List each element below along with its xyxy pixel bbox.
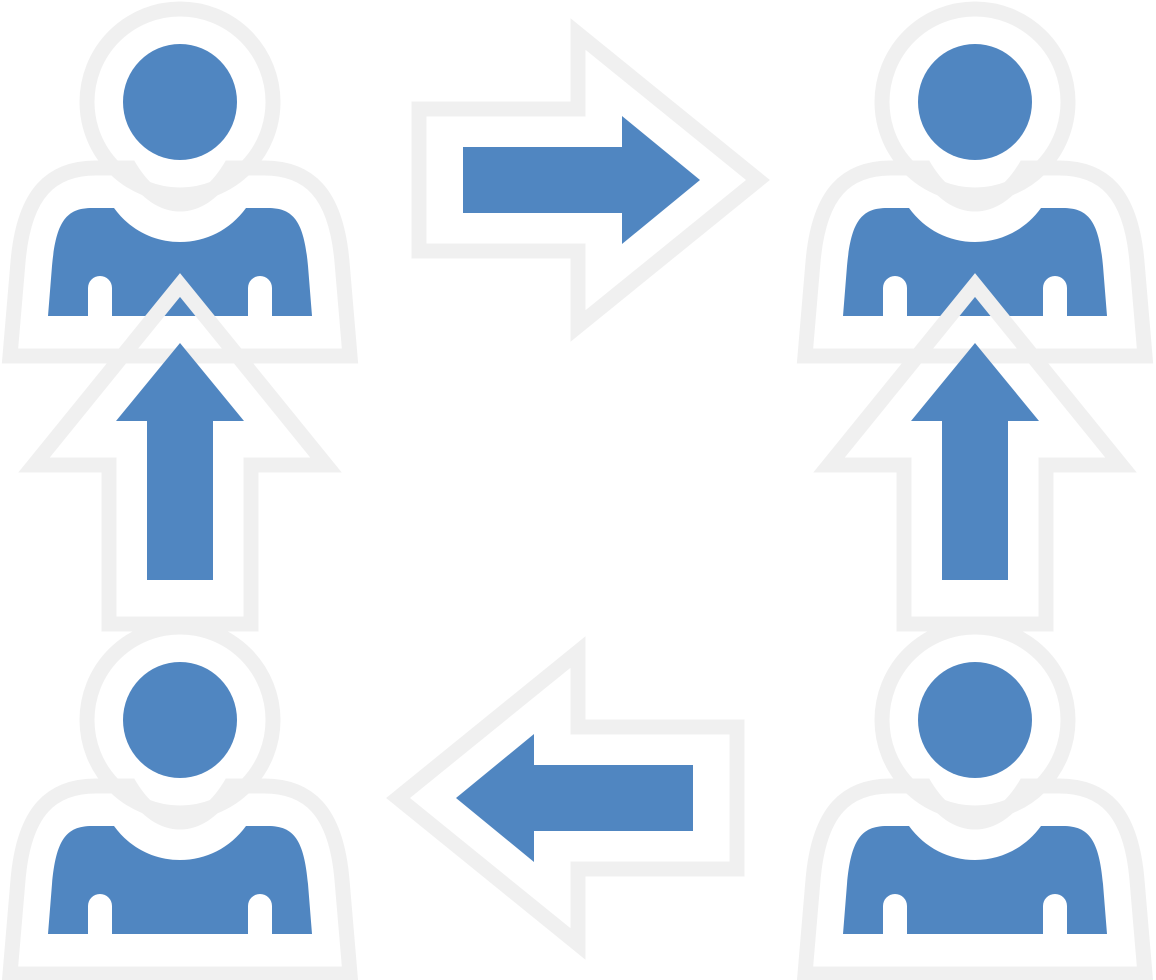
person-bottom-left-icon [10,627,350,974]
arrow-up-right-icon [829,285,1121,624]
person-top-right-icon [805,9,1145,356]
arrow-right-icon [419,34,758,326]
arrow-up-left-icon [34,285,326,624]
arrow-left-icon [398,652,737,944]
person-top-left-icon [10,9,350,356]
person-bottom-right-icon [805,627,1145,974]
